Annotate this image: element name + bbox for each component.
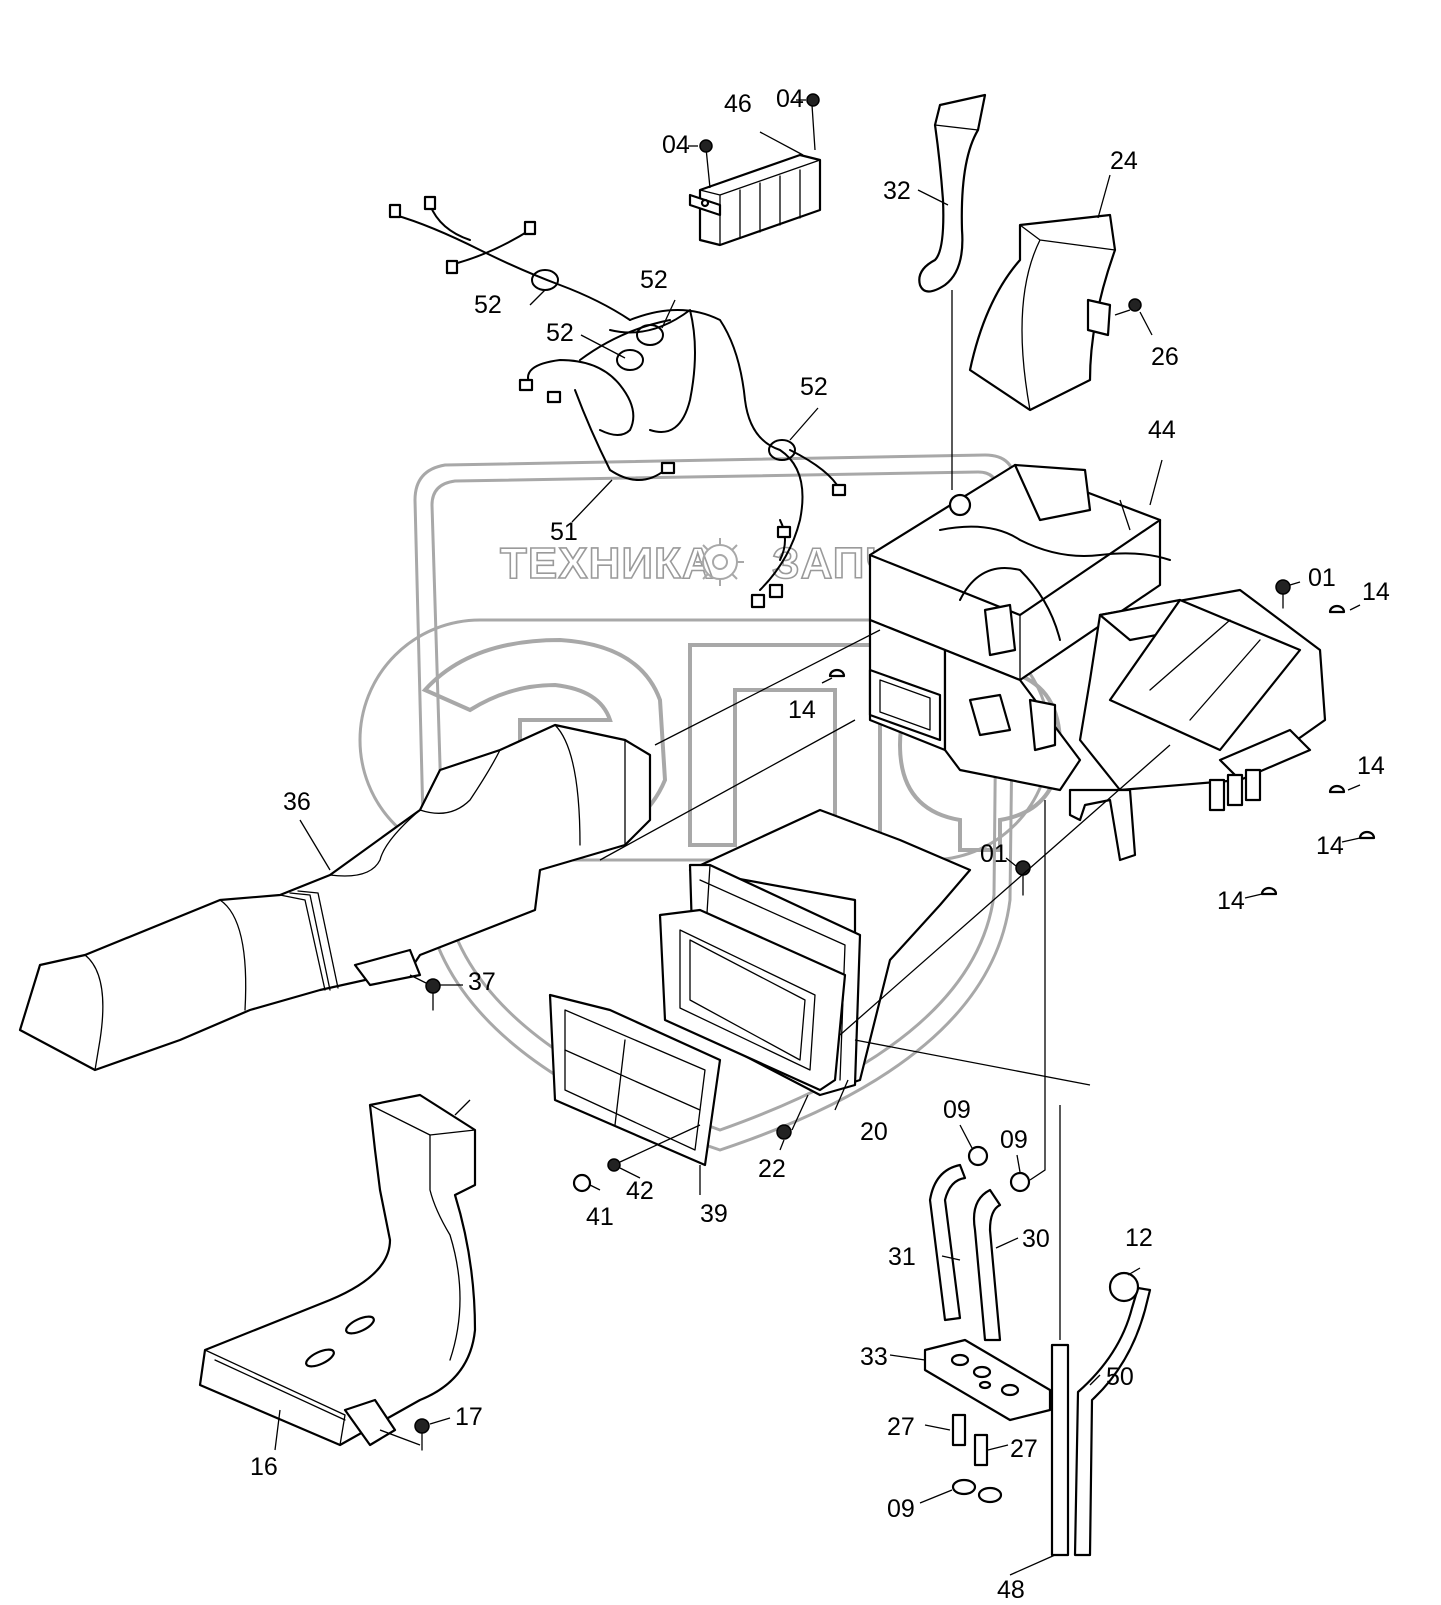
- callout-27-left: 27: [887, 1413, 915, 1441]
- part-42-screw: [607, 1158, 621, 1172]
- callout-09-top-left: 09: [943, 1096, 971, 1124]
- callout-01-bottom: 01: [980, 840, 1008, 868]
- callout-24: 24: [1110, 147, 1138, 175]
- callout-14-right-mid: 14: [1357, 752, 1385, 780]
- part-12-cap: [1108, 1271, 1140, 1303]
- callout-14-bottom: 14: [1217, 887, 1245, 915]
- watermark-shield-inner: [430, 470, 1000, 1132]
- part-30-hose: [972, 1188, 1002, 1342]
- callout-04-left: 04: [662, 131, 690, 159]
- callout-04-right: 04: [776, 85, 804, 113]
- part-20-filter-case: [658, 744, 1171, 1097]
- callout-31: 31: [888, 1243, 916, 1271]
- leader-lines: [274, 99, 1361, 1576]
- callout-12: 12: [1125, 1224, 1153, 1252]
- callout-52-right: 52: [800, 373, 828, 401]
- part-24-duct: [968, 213, 1131, 412]
- callout-09-top-right: 09: [1000, 1126, 1028, 1154]
- callout-48: 48: [997, 1576, 1025, 1604]
- callout-41: 41: [586, 1203, 614, 1231]
- part-22-screw: [776, 1094, 809, 1140]
- callout-39: 39: [700, 1200, 728, 1228]
- callout-26: 26: [1151, 343, 1179, 371]
- callout-52-left: 52: [474, 291, 502, 319]
- callout-42: 42: [626, 1177, 654, 1205]
- callout-14-right-low: 14: [1316, 832, 1344, 860]
- part-36-duct: [18, 629, 881, 1072]
- part-51-wire-harness: [388, 195, 847, 609]
- part-16-floor-duct: [198, 1093, 477, 1447]
- part-27-fitting-a: [951, 1413, 967, 1447]
- callout-27-right: 27: [1010, 1435, 1038, 1463]
- part-50-drain-pipe: [1073, 1286, 1152, 1557]
- part-01-bolt-a: [1275, 579, 1291, 609]
- callout-01-top: 01: [1308, 564, 1336, 592]
- part-04-screw-a: [699, 139, 713, 153]
- part-41-pin: [572, 1173, 592, 1193]
- callout-16: 16: [250, 1453, 278, 1481]
- part-37-bolt: [425, 978, 441, 1011]
- part-14-clip-e: [1260, 886, 1278, 896]
- part-14-clip-d: [1358, 830, 1376, 840]
- part-04-screw-b: [806, 93, 820, 107]
- part-09-clamp-b: [1009, 800, 1046, 1193]
- callout-36: 36: [283, 788, 311, 816]
- part-46-relay-box: [688, 104, 822, 247]
- part-31-hose: [928, 1163, 967, 1322]
- part-09-clamp-c: [951, 1478, 1003, 1504]
- part-39-filter: [548, 993, 722, 1167]
- callout-44: 44: [1148, 416, 1176, 444]
- callout-52-top: 52: [640, 266, 668, 294]
- part-14-clip-a: [1328, 604, 1346, 614]
- watermark-shield: [413, 453, 1017, 1152]
- watermark-left-text: ТЕХНИКА: [500, 539, 715, 588]
- part-26-bolt: [1128, 298, 1142, 312]
- callout-30: 30: [1022, 1225, 1050, 1253]
- gear-icon: [696, 538, 744, 586]
- callout-labels: 46 04 04 32 24 26 52 52 52 52 51 44 01 1…: [250, 85, 1390, 1604]
- callout-14-mid: 14: [788, 696, 816, 724]
- part-09-clamp-a: [967, 1145, 989, 1167]
- callout-37: 37: [468, 968, 496, 996]
- callout-50: 50: [1106, 1363, 1134, 1391]
- callout-32: 32: [883, 177, 911, 205]
- callout-33: 33: [860, 1343, 888, 1371]
- part-48-drain-pipe: [1050, 1105, 1070, 1557]
- part-27-fitting-b: [973, 1433, 989, 1467]
- part-32-pipe: [918, 93, 987, 490]
- part-14-clip-b: [828, 668, 846, 678]
- part-17-bolt: [414, 1418, 430, 1451]
- part-14-clip-c: [1328, 784, 1346, 794]
- callout-51: 51: [550, 518, 578, 546]
- callout-14-right-top: 14: [1362, 578, 1390, 606]
- callout-17: 17: [455, 1403, 483, 1431]
- callout-09-bottom: 09: [887, 1495, 915, 1523]
- callout-46: 46: [724, 90, 752, 118]
- callout-20: 20: [860, 1118, 888, 1146]
- part-44-ac-unit: [868, 463, 1327, 862]
- callout-52-mid: 52: [546, 319, 574, 347]
- part-33-plate: [923, 1338, 1052, 1422]
- callout-22: 22: [758, 1155, 786, 1183]
